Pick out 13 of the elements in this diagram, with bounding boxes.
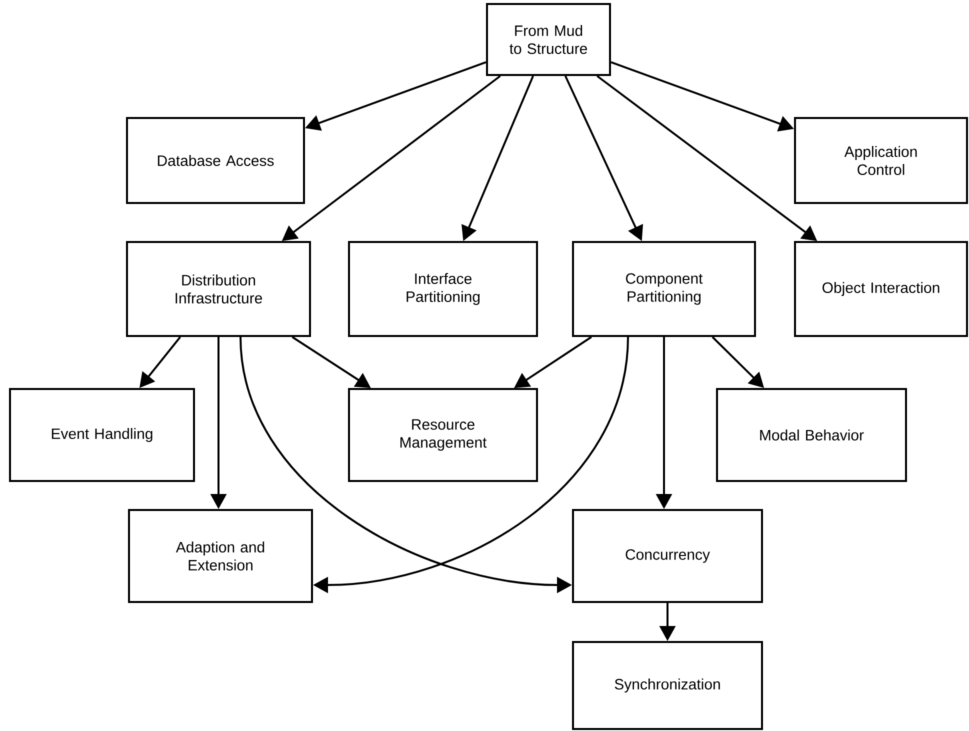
process-box: Concurrency (572, 509, 763, 603)
process-box: Resource Management (348, 388, 538, 482)
process-box: From Mud to Structure (486, 3, 611, 76)
process-box: Application Control (794, 117, 968, 204)
process-box: Synchronization (572, 641, 763, 730)
process-box: Modal Behavior (716, 388, 907, 482)
process-box: Adaption and Extension (128, 509, 313, 603)
process-box: Event Handling (9, 388, 195, 482)
process-box: Component Partitioning (572, 241, 756, 337)
process-box: Interface Partitioning (348, 241, 538, 337)
process-box: Distribution Infrastructure (126, 241, 311, 337)
process-box: Object Interaction (794, 241, 968, 337)
process-box: Database Access (126, 117, 305, 204)
